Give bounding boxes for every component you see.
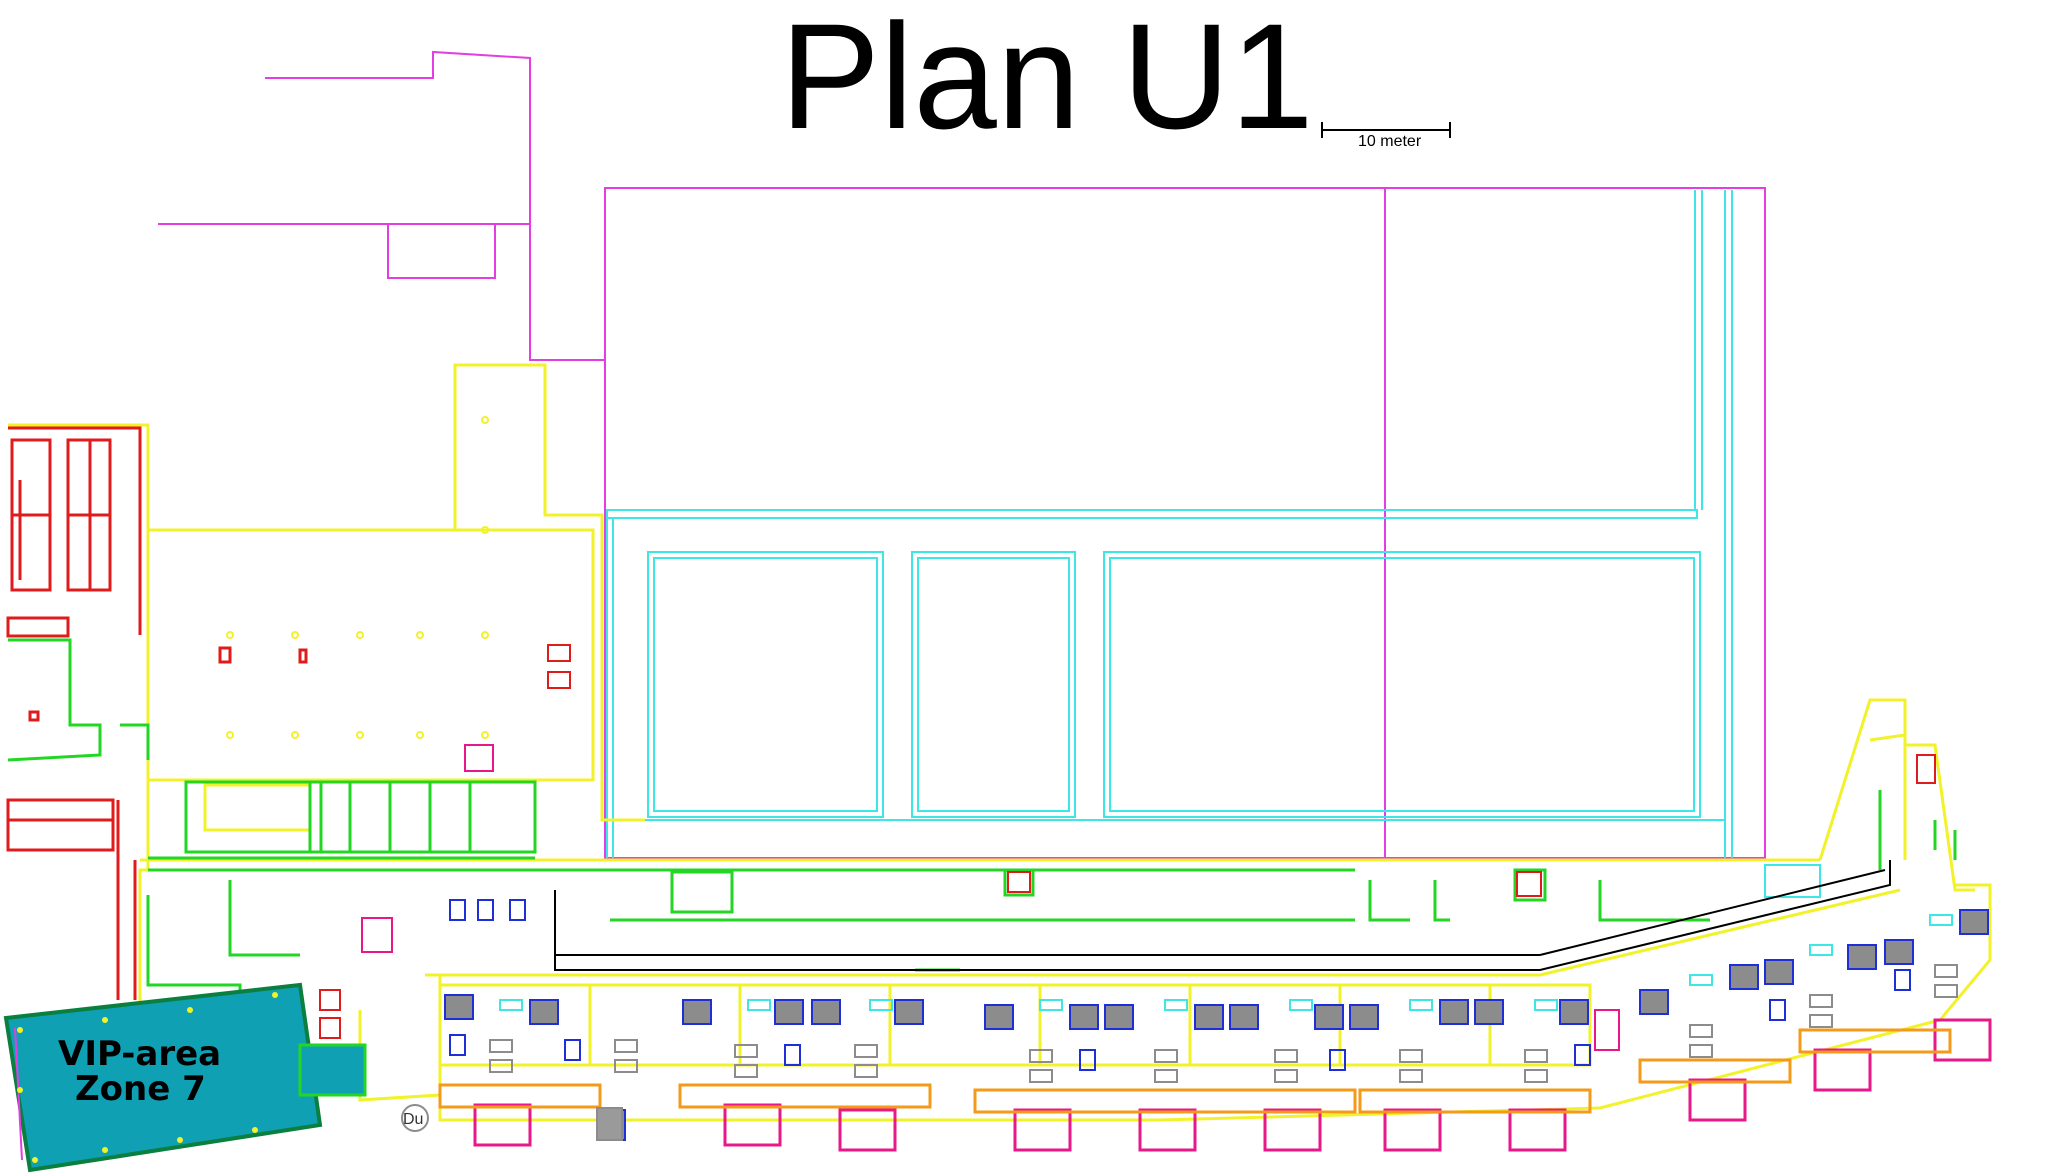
magenta-outline xyxy=(158,50,1766,859)
plan-title: Plan U1 xyxy=(780,0,1314,160)
column-markers xyxy=(226,416,489,739)
lounge-modules xyxy=(438,899,1992,1152)
vip-zone-label: Zone 7 xyxy=(75,1069,206,1109)
corridor-lines xyxy=(554,860,1891,971)
red-storage-area xyxy=(6,426,308,1000)
du-marker-label: Du xyxy=(403,1111,423,1128)
elevator-shafts xyxy=(319,644,1936,1039)
scale-bar-label: 10 meter xyxy=(1358,133,1422,150)
red-stairs xyxy=(361,744,1620,1051)
vip-markers xyxy=(17,992,278,1163)
vip-inner-line xyxy=(14,1027,23,1161)
cyan-area xyxy=(606,190,1821,898)
vip-connector xyxy=(298,1043,367,1097)
vip-area-zone xyxy=(3,982,323,1173)
du-marker-circle xyxy=(401,1104,429,1132)
vip-area-label: VIP-area xyxy=(58,1034,221,1074)
yellow-building-outline xyxy=(8,363,1992,1122)
scale-bar xyxy=(1321,122,1451,138)
